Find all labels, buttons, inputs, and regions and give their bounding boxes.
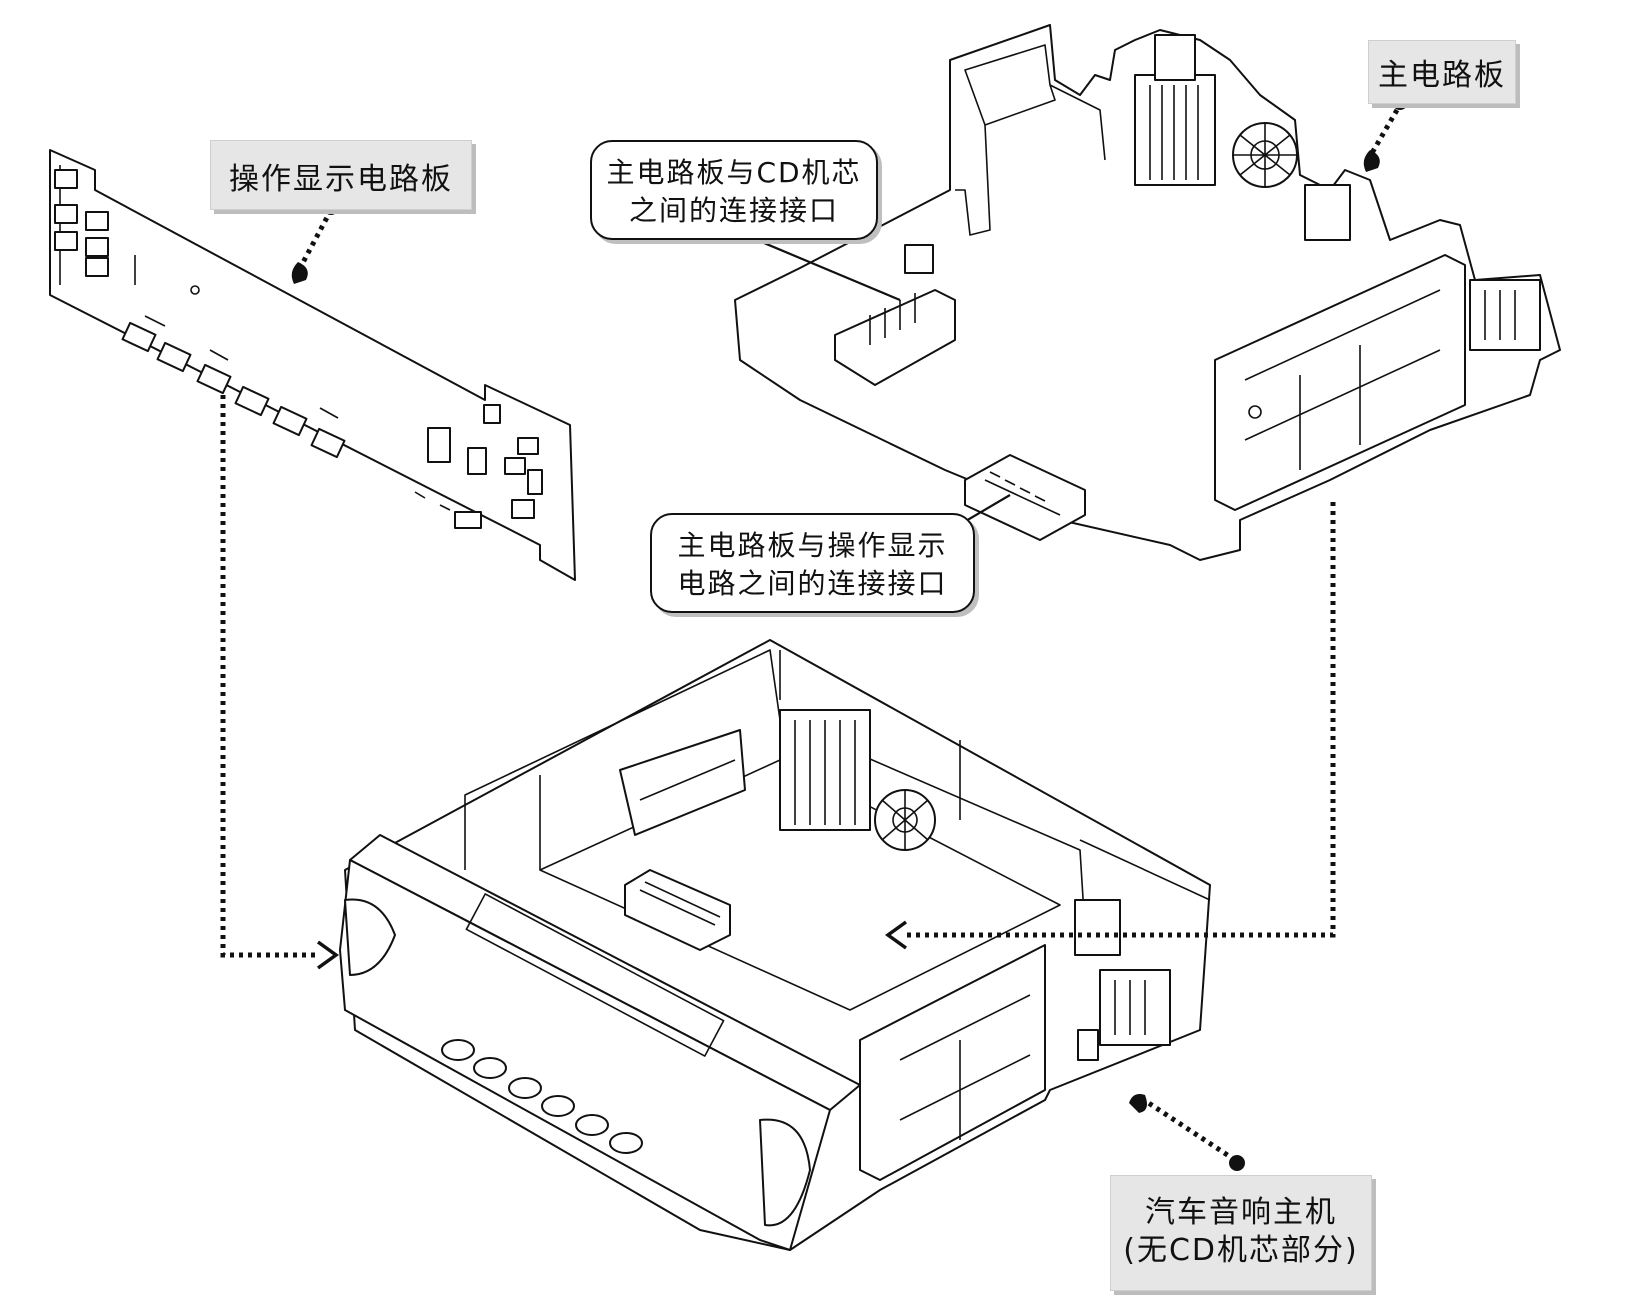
display-board-label: 操作显示电路板 — [210, 140, 472, 210]
cd-interface-callout-line1: 主电路板与CD机芯 — [606, 156, 862, 189]
display-board-label-text: 操作显示电路板 — [229, 162, 453, 197]
head-unit-drawing — [339, 639, 1211, 1251]
head-unit-label: 汽车音响主机 (无CD机芯部分) — [1110, 1175, 1372, 1291]
cd-interface-callout-line2: 之间的连接接口 — [628, 193, 839, 227]
leader-lines — [220, 108, 1400, 1163]
display-board-drawing — [49, 149, 576, 581]
main-board-label: 主电路板 — [1368, 40, 1516, 104]
head-unit-label-line2: (无CD机芯部分) — [1123, 1232, 1359, 1268]
display-interface-callout: 主电路板与操作显示 电路之间的连接接口 — [650, 513, 975, 613]
cd-interface-callout: 主电路板与CD机芯 之间的连接接口 — [590, 140, 878, 240]
head-unit-label-line1: 汽车音响主机 — [1145, 1195, 1337, 1230]
main-board-label-text: 主电路板 — [1378, 58, 1506, 93]
display-interface-callout-line1: 主电路板与操作显示 — [677, 529, 948, 562]
main-board-drawing — [734, 24, 1561, 561]
display-interface-callout-line2: 电路之间的连接接口 — [677, 566, 948, 600]
